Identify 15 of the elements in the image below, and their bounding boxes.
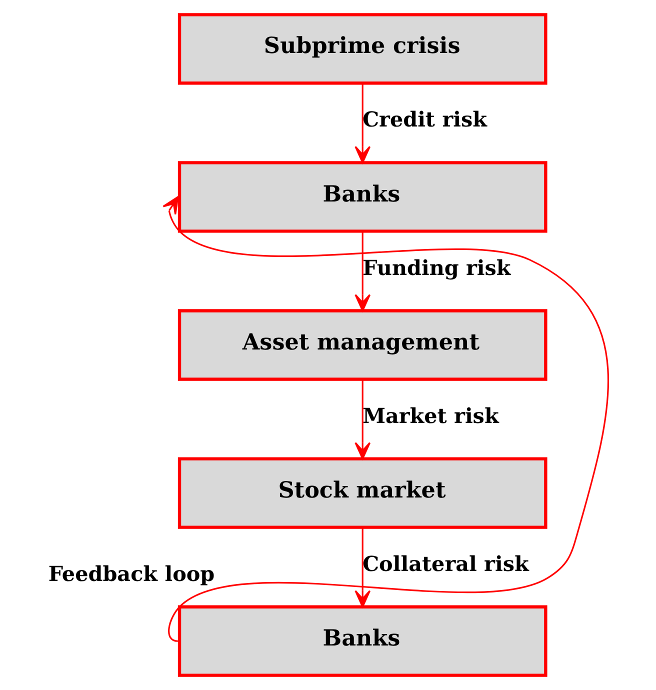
arrow [354,231,370,312]
node-box: Banks [177,605,547,677]
edge-label: Collateral risk [362,552,528,576]
node-box: Banks [177,161,547,233]
node-box: Subprime crisis [177,13,547,85]
node-box: Asset management [177,309,547,381]
edge-label: Credit risk [362,108,486,132]
arrow [354,379,370,460]
node-box: Stock market [177,457,547,529]
edge-label: Market risk [362,404,498,428]
arrow [162,196,608,642]
arrow [354,528,370,608]
arrow [354,83,370,164]
edge-label: Funding risk [362,256,510,280]
edge-label: Feedback loop [48,562,214,586]
